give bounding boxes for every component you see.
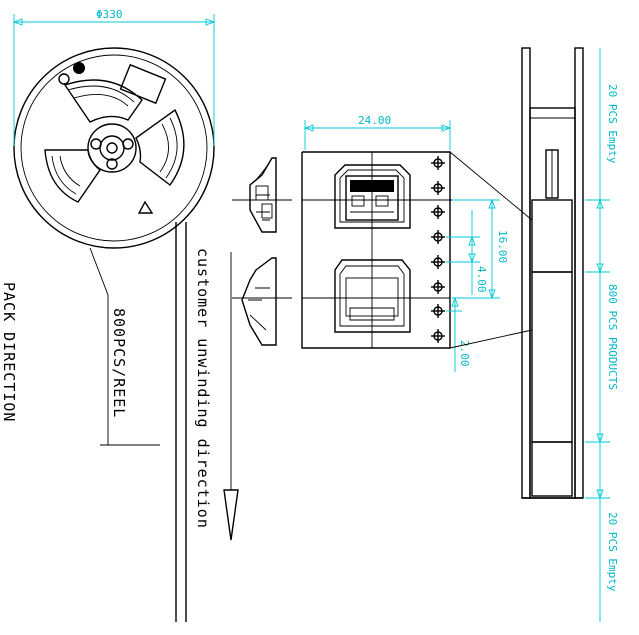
reel-inner-rim [20,54,208,242]
hole-pitch-label: 4.00 [475,266,488,293]
tape-side-profile [232,157,292,346]
pocket-2 [334,259,411,333]
reel-outer-rim [13,47,215,249]
reel-hole [58,73,70,85]
reel-spokes [44,79,185,203]
reel-diameter-label: Φ330 [96,8,123,21]
reel-hub [87,123,137,173]
pocket-pitch-label: 16.00 [496,230,509,263]
reel-hole-filled [73,62,85,74]
reel-quantity-label: 800PCS/REEL [110,308,128,418]
unwinding-arrow-icon [223,489,239,541]
reel-front-view: Φ330 [12,8,216,446]
products-count-label: 800 PCS PRODUCTS [606,284,619,390]
reel-side-view [521,47,584,499]
tape-top-view: 24.00 [301,114,533,372]
tape-width-label: 24.00 [358,114,391,127]
trailer-empty-label: 20 PCS Empty [606,512,619,592]
reel-hub-bore [99,135,125,161]
product-section-hatch [531,271,573,443]
recycle-icon [137,200,154,214]
leader-empty-label: 20 PCS Empty [606,84,619,164]
sprocket-holes [431,156,445,343]
hole-offset-label: 2.00 [458,340,471,367]
pocket-1 [334,164,411,229]
segment-dimensions [585,48,610,622]
unwinding-direction-label: customer unwinding direction [194,248,212,529]
pack-direction-label: PACK DIRECTION [0,282,18,422]
label-window [119,63,167,105]
